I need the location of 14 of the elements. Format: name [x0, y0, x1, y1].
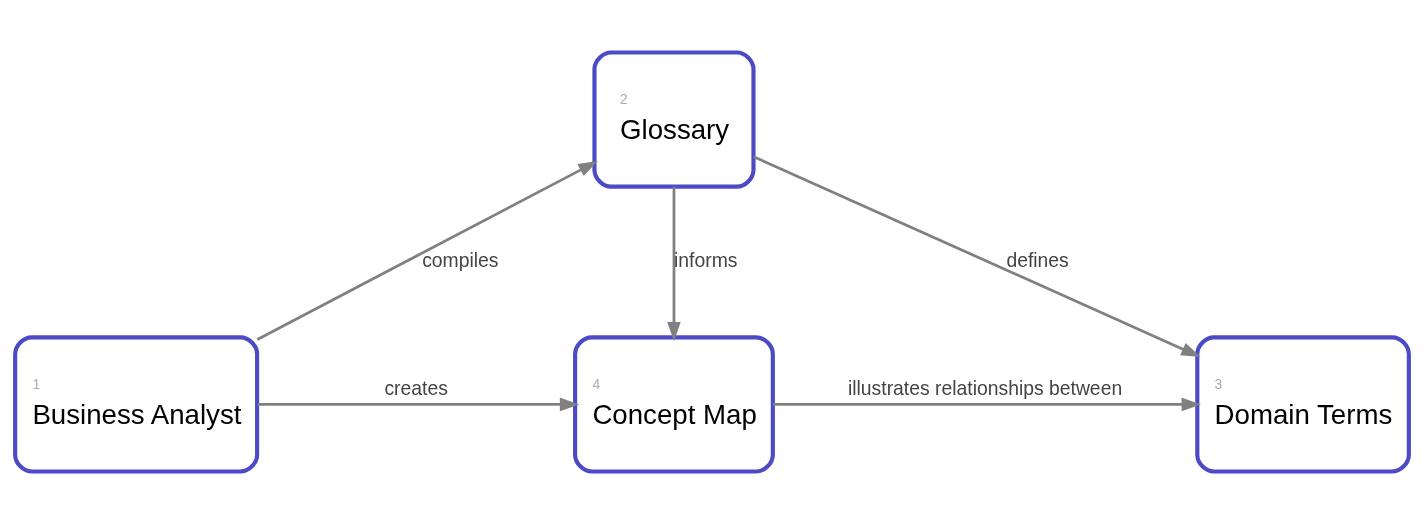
edge-label: defines: [1006, 249, 1069, 272]
arrow: [772, 397, 1201, 412]
node-box: 3 Domain Terms: [1195, 335, 1411, 474]
edge-label: informs: [674, 249, 738, 272]
node-box: 2 Glossary: [592, 50, 756, 189]
edge-label: illustrates relationships between: [847, 377, 1123, 400]
arrow: [256, 160, 598, 341]
arrow: [753, 155, 1201, 358]
arrow: [667, 186, 681, 342]
node-box: 4 Concept Map: [573, 335, 775, 474]
node-box: 1 Business Analyst: [13, 335, 260, 474]
edge-label: compiles: [422, 249, 499, 272]
edge-label: creates: [384, 377, 448, 400]
arrow: [257, 397, 580, 412]
